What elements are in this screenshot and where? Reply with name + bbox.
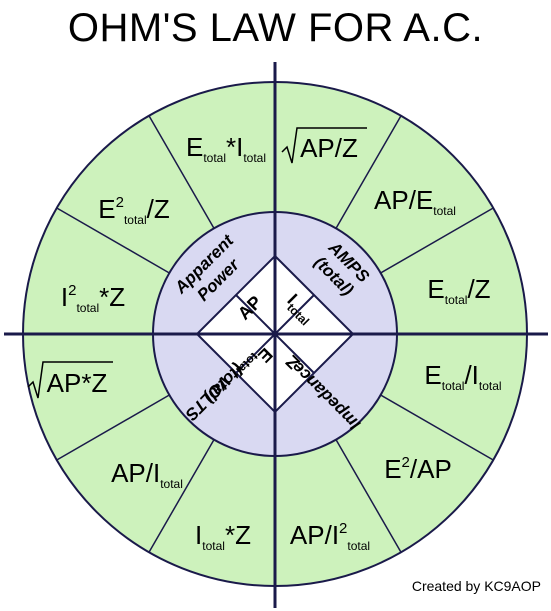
- ring-dividers: [56, 115, 494, 553]
- radical-sign: [281, 127, 367, 164]
- formula-e2-over-ap: E2/AP: [384, 454, 452, 484]
- ring-divider: [380, 394, 494, 461]
- ring-divider: [148, 439, 215, 553]
- svg-text:AP/Z: AP/Z: [300, 133, 358, 163]
- formula-sqrt-ap-times-z: AP*Z: [27, 361, 113, 399]
- credit-text: Created by KC9AOP: [411, 578, 541, 594]
- diagram-title: OHM'S LAW FOR A.C.: [67, 6, 484, 50]
- svg-text:AP*Z: AP*Z: [47, 368, 108, 398]
- ring-divider: [380, 207, 494, 274]
- formula-sqrt-ap-over-z: AP/Z: [281, 127, 367, 164]
- ring-divider: [56, 207, 170, 274]
- ring-divider: [148, 115, 215, 229]
- radical-sign: [27, 361, 113, 399]
- ring-divider: [335, 439, 402, 553]
- ring-divider: [56, 394, 170, 461]
- ring-divider: [335, 115, 402, 229]
